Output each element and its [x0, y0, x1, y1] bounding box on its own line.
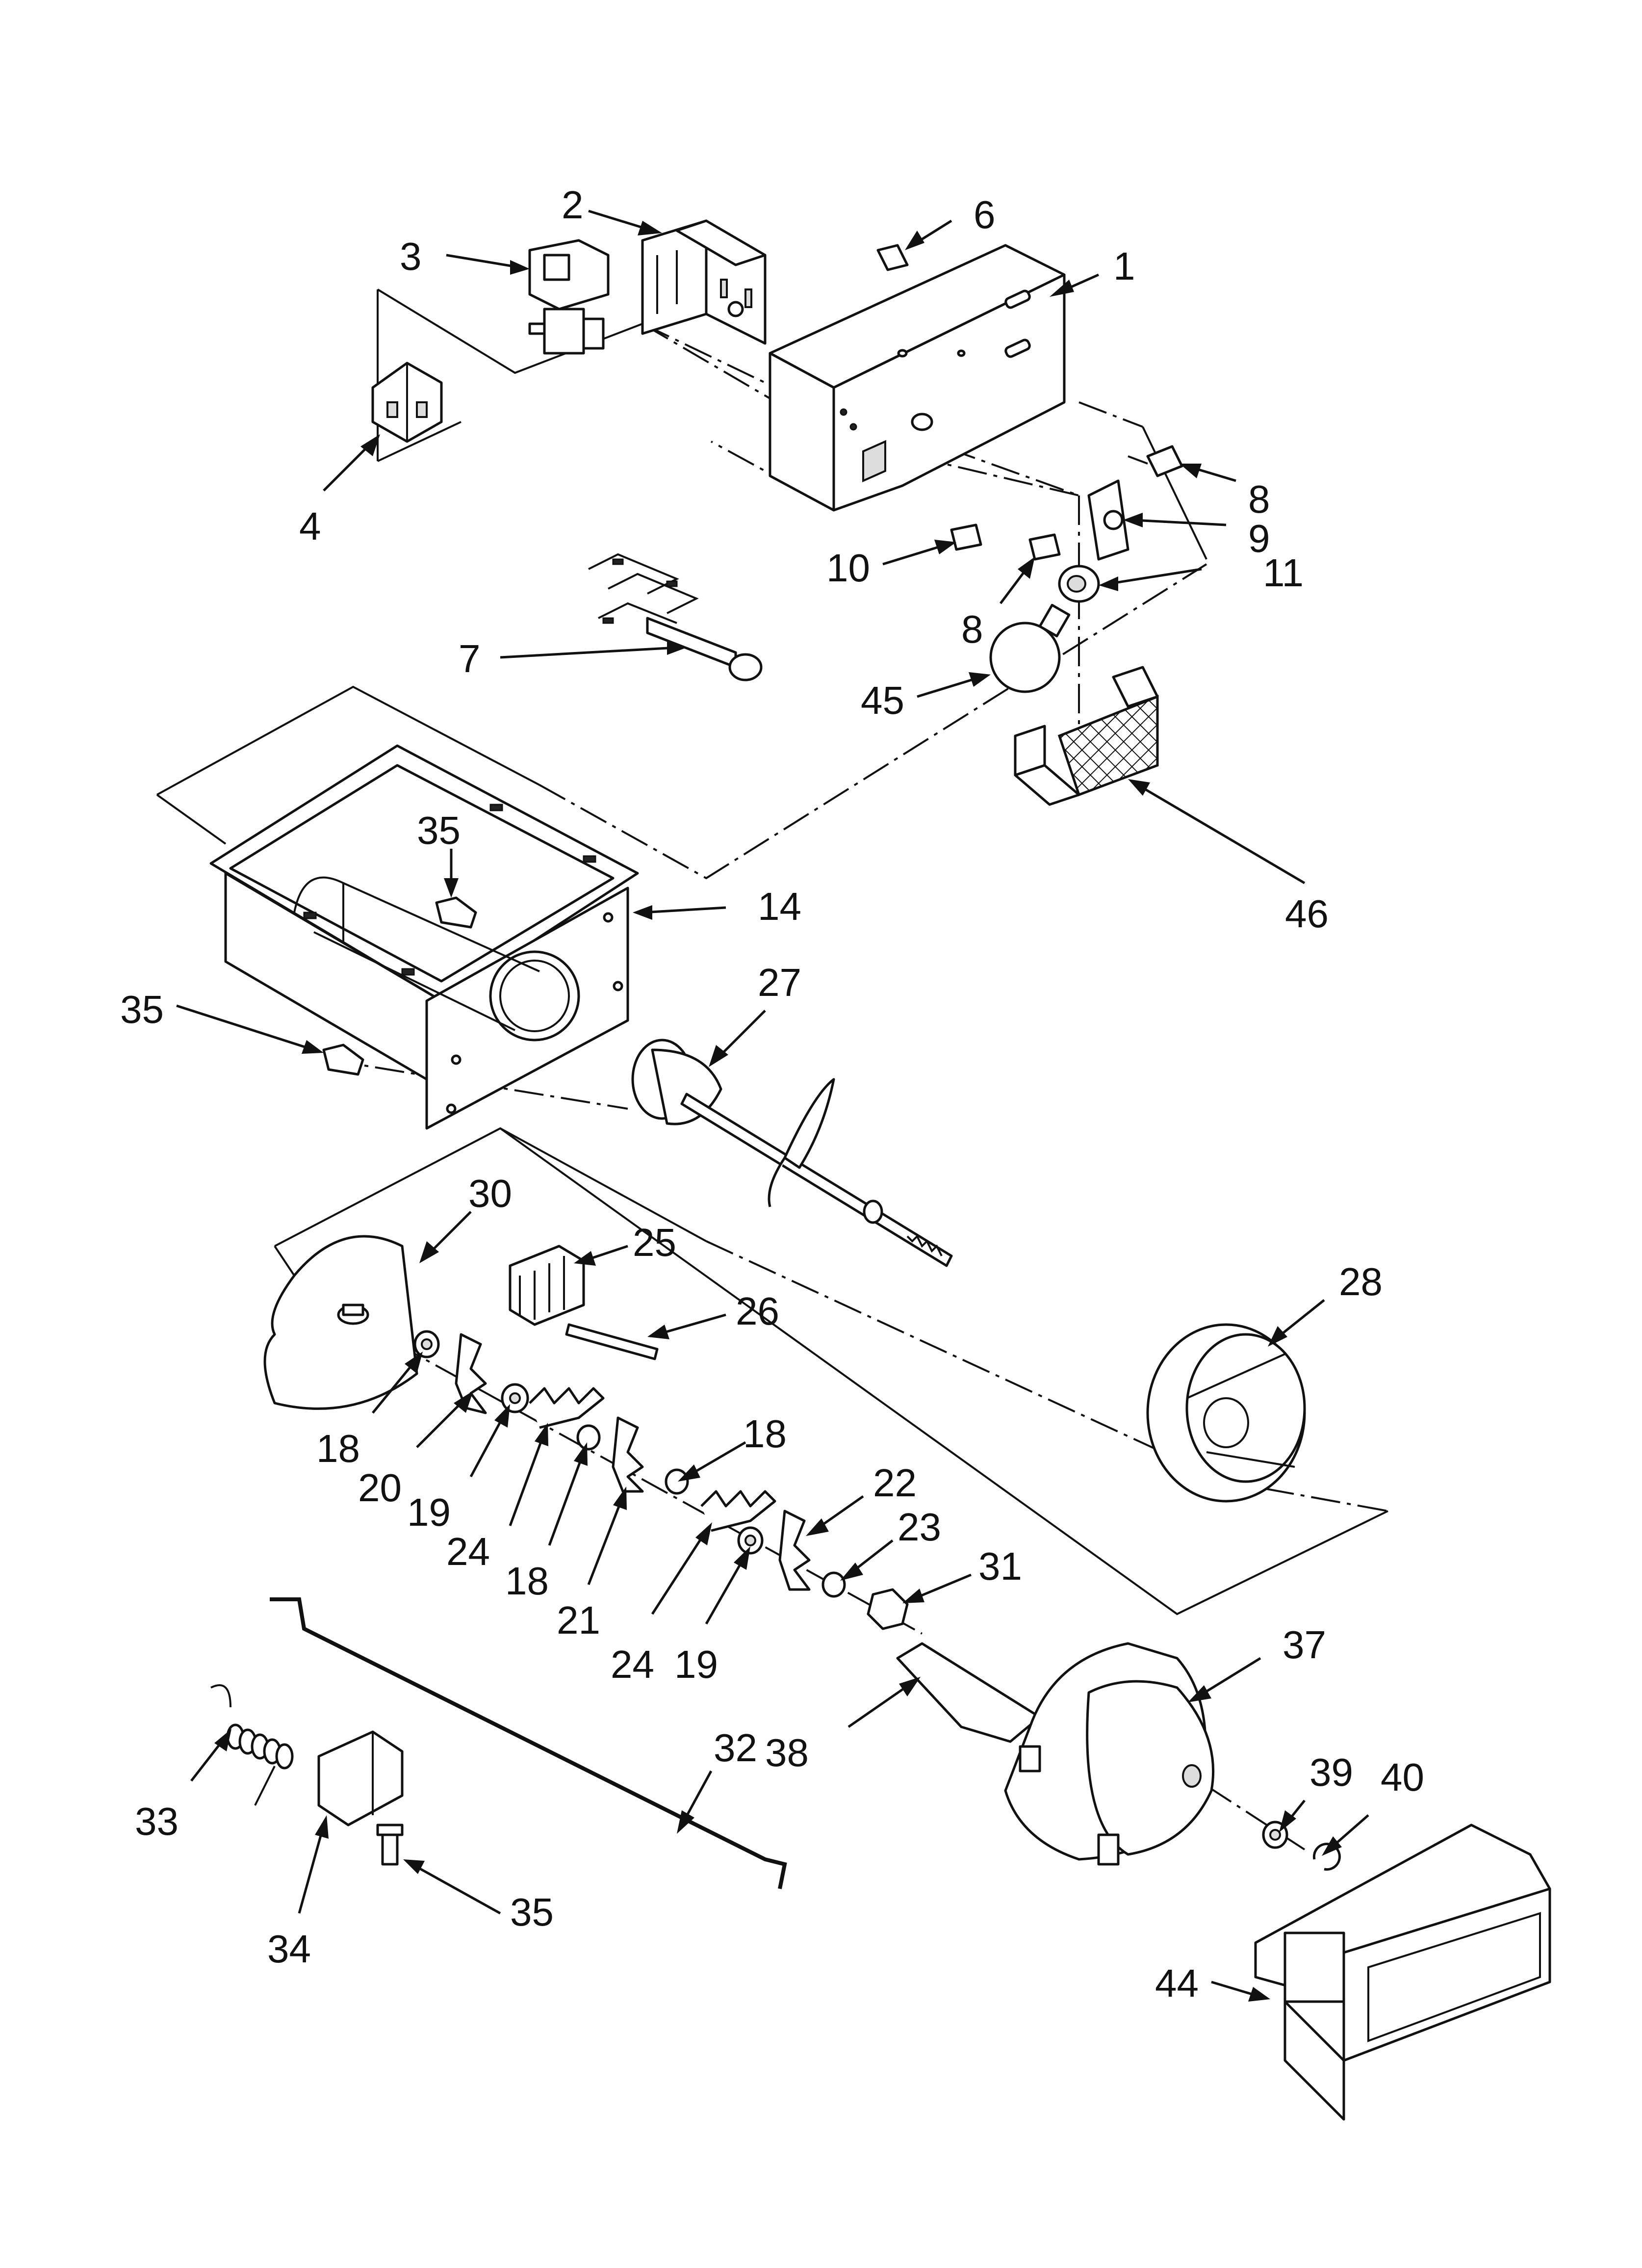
callout-39: 39: [1309, 1750, 1353, 1794]
callout-7: 7: [459, 637, 481, 680]
callout-18-b: 18: [505, 1559, 549, 1603]
part-25-ice-crusher-block: [509, 1245, 585, 1326]
leader-lines: [176, 209, 1369, 2002]
part-38-drive-clip: [896, 1642, 1041, 1743]
part-30-crusher-plate: [263, 1235, 418, 1410]
part-2-solenoid: [641, 219, 767, 345]
part-6-clip: [876, 244, 909, 271]
callout-4: 4: [299, 504, 321, 548]
callout-22: 22: [873, 1461, 917, 1505]
part-8-screw-upper: [1128, 445, 1183, 477]
callout-24-b: 24: [611, 1642, 654, 1686]
callout-35-side: 35: [120, 988, 164, 1031]
callout-33: 33: [135, 1799, 179, 1843]
part-45-light-bulb: [989, 603, 1071, 693]
part-3-water-valve: [528, 239, 610, 355]
callout-8-upper: 8: [1248, 477, 1270, 521]
callout-23: 23: [898, 1505, 941, 1549]
part-37-auger-motor: [1004, 1642, 1215, 1866]
part-28-crusher-drum: [1146, 1323, 1306, 1503]
part-18-spacer-c: [665, 1468, 689, 1495]
part-46-lamp-shield: [1014, 666, 1159, 806]
callout-44: 44: [1155, 1961, 1199, 2005]
callout-27: 27: [758, 961, 801, 1004]
callout-14: 14: [758, 885, 801, 928]
part-23-washer: [821, 1571, 846, 1598]
callout-38: 38: [765, 1731, 809, 1774]
callout-35-bin: 35: [417, 808, 461, 852]
part-44-motor-cover: [1254, 1824, 1551, 2121]
callout-18-a: 18: [316, 1427, 360, 1470]
callout-20: 20: [358, 1466, 402, 1510]
part-24-blade-a: [529, 1387, 605, 1429]
callout-11: 11: [1263, 551, 1304, 595]
callout-3: 3: [400, 235, 422, 278]
callout-37: 37: [1283, 1623, 1326, 1667]
part-1-control-housing: [769, 244, 1066, 512]
part-22-blade: [778, 1510, 811, 1591]
part-11-lamp-socket: [1058, 565, 1100, 603]
part-35-screw-bin-side: [322, 1043, 364, 1076]
callout-1: 1: [1113, 244, 1135, 288]
callout-24-a: 24: [446, 1530, 490, 1573]
callout-34: 34: [267, 1927, 311, 1971]
part-18-spacer-a: [413, 1330, 440, 1358]
callout-40: 40: [1381, 1755, 1424, 1799]
part-19-washer-a: [501, 1383, 529, 1413]
part-39-washer: [1262, 1821, 1288, 1849]
part-14-ice-bin-housing: [209, 744, 639, 1130]
callout-26: 26: [736, 1289, 779, 1333]
callout-28: 28: [1339, 1260, 1383, 1303]
part-21-blade: [612, 1416, 644, 1493]
callout-2: 2: [562, 183, 584, 227]
callout-30: 30: [468, 1172, 512, 1215]
callout-19-b: 19: [674, 1642, 718, 1686]
part-32-wire-rod: [270, 1597, 787, 1889]
part-24-blade-b: [700, 1490, 776, 1532]
callout-8-lower: 8: [961, 607, 983, 651]
callout-6: 6: [974, 193, 996, 236]
callout-21: 21: [557, 1598, 600, 1642]
part-27-auger: [631, 1039, 953, 1267]
callout-10: 10: [826, 546, 870, 590]
callout-32: 32: [714, 1726, 757, 1770]
part-31-nut: [867, 1588, 909, 1630]
callout-18-c: 18: [743, 1412, 787, 1456]
callout-31: 31: [978, 1544, 1022, 1588]
callout-labels: 1 2 3 4 6 7 8 8 9 10 11 14 18 18 18 19 1…: [120, 183, 1424, 2005]
callout-25: 25: [633, 1221, 676, 1264]
part-4-valve-bracket: [371, 362, 443, 443]
callout-35-bottom: 35: [510, 1890, 554, 1934]
part-7-switch-arm: [588, 553, 763, 681]
part-35-screw-bracket: [376, 1824, 404, 1866]
callout-46: 46: [1285, 892, 1329, 936]
part-33-spring: [210, 1684, 294, 1806]
callout-9: 9: [1248, 517, 1270, 560]
part-10-screw: [950, 523, 982, 551]
part-26-pin: [565, 1323, 659, 1360]
part-18-spacer-b: [576, 1424, 601, 1451]
part-9-socket-bracket: [1087, 479, 1129, 561]
part-19-washer-b: [737, 1526, 764, 1555]
callout-45: 45: [861, 678, 904, 722]
part-34-bracket: [317, 1730, 404, 1826]
part-8-screw-lower: [1028, 533, 1061, 561]
part-35-screw-bin-inner: [435, 896, 477, 929]
callout-19-a: 19: [407, 1490, 451, 1534]
